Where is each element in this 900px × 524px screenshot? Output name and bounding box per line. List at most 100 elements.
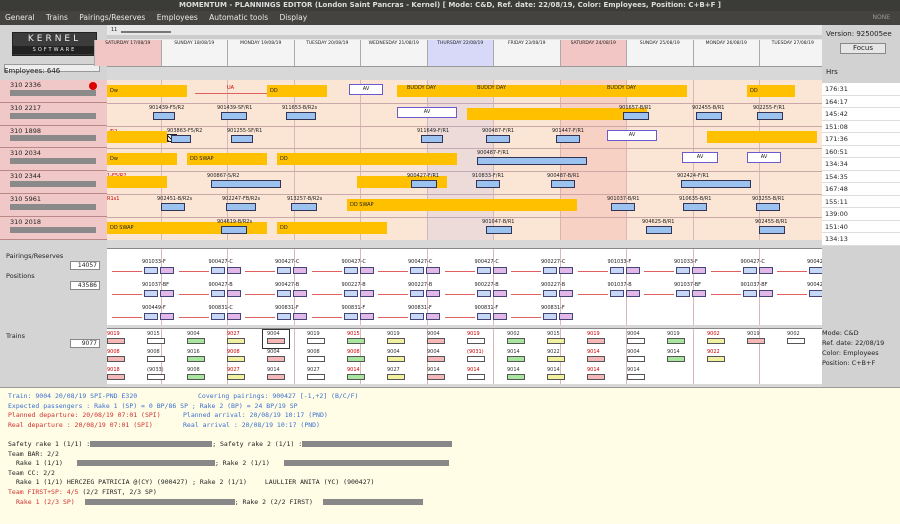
menu-automatic-tools[interactable]: Automatic tools xyxy=(209,13,269,22)
day-header[interactable]: THURSDAY 22/08/19 xyxy=(426,40,493,66)
duty-bar[interactable] xyxy=(153,111,175,120)
train-block[interactable] xyxy=(467,374,485,380)
train-block[interactable] xyxy=(427,356,445,362)
train-block[interactable] xyxy=(107,356,125,362)
pairing-block[interactable] xyxy=(609,267,624,274)
train-block[interactable] xyxy=(387,356,405,362)
absence-box[interactable]: AV xyxy=(349,84,383,95)
pairing-block[interactable] xyxy=(410,267,424,274)
train-block[interactable] xyxy=(707,338,725,344)
duty-bar[interactable] xyxy=(681,180,751,189)
day-header[interactable]: WEDNESDAY 21/08/19 xyxy=(360,40,427,66)
pairing-block[interactable] xyxy=(426,290,440,297)
pairing-block[interactable] xyxy=(809,267,822,274)
duty-bar[interactable] xyxy=(611,203,635,211)
train-block[interactable] xyxy=(347,374,365,380)
pairing-block[interactable] xyxy=(476,267,491,274)
pairing-block[interactable] xyxy=(559,267,573,274)
dd-bar[interactable]: DD xyxy=(267,85,327,97)
duty-bar[interactable] xyxy=(696,111,722,120)
duty-bar[interactable] xyxy=(623,111,649,120)
pairing-block[interactable] xyxy=(625,290,640,297)
day-header[interactable]: SUNDAY 18/08/19 xyxy=(160,40,227,66)
pairing-block[interactable] xyxy=(543,313,557,320)
pairing-block[interactable] xyxy=(543,290,557,297)
duty-bar[interactable] xyxy=(476,180,500,189)
duty-bar[interactable] xyxy=(211,180,281,189)
absence-box[interactable]: AV xyxy=(747,152,781,164)
pairing-block[interactable] xyxy=(742,290,757,297)
pairing-block[interactable] xyxy=(210,267,225,274)
dd-bar[interactable]: DD xyxy=(277,221,387,234)
duty-bar[interactable] xyxy=(291,203,317,211)
train-block[interactable] xyxy=(507,374,525,380)
pairing-block[interactable] xyxy=(359,267,374,274)
duty-band[interactable] xyxy=(467,107,647,120)
train-block[interactable] xyxy=(147,338,165,344)
employee-row[interactable]: 310 2018 xyxy=(0,216,107,240)
pairing-block[interactable] xyxy=(160,313,174,320)
pairing-block[interactable] xyxy=(543,267,557,274)
timeline-scrollbar[interactable] xyxy=(107,35,822,39)
pairing-block[interactable] xyxy=(359,313,374,320)
duty-bar[interactable] xyxy=(221,225,247,234)
train-block[interactable] xyxy=(547,374,565,380)
train-block[interactable] xyxy=(227,338,245,344)
pairing-block[interactable] xyxy=(277,290,291,297)
menu-trains[interactable]: Trains xyxy=(45,13,68,22)
pairing-block[interactable] xyxy=(226,267,241,274)
pairing-block[interactable] xyxy=(476,313,491,320)
menu-display[interactable]: Display xyxy=(279,13,308,22)
pairing-block[interactable] xyxy=(160,267,174,274)
duty-bar[interactable] xyxy=(477,157,587,166)
pairing-block[interactable] xyxy=(692,267,706,274)
menu-pairings[interactable]: Pairings/Reserves xyxy=(79,13,146,22)
train-block[interactable] xyxy=(227,374,245,380)
absence-box[interactable]: AV xyxy=(682,152,718,164)
train-block[interactable] xyxy=(507,356,525,362)
pairing-block[interactable] xyxy=(293,290,307,297)
menu-employees[interactable]: Employees xyxy=(156,13,198,22)
pairing-block[interactable] xyxy=(676,267,690,274)
absence-box[interactable]: AV xyxy=(607,129,657,141)
duty-bar[interactable] xyxy=(486,225,512,234)
pairing-block[interactable] xyxy=(226,313,241,320)
train-block[interactable] xyxy=(267,374,285,380)
train-block[interactable] xyxy=(467,338,485,344)
train-block[interactable] xyxy=(307,338,325,344)
pairing-block[interactable] xyxy=(277,313,291,320)
pairing-block[interactable] xyxy=(144,267,158,274)
pairing-block[interactable] xyxy=(492,313,507,320)
train-block[interactable] xyxy=(227,356,245,362)
day-header[interactable]: TUESDAY 20/08/19 xyxy=(293,40,360,66)
menu-general[interactable]: General xyxy=(5,13,35,22)
pairing-block[interactable] xyxy=(609,290,624,297)
duty-band[interactable] xyxy=(107,176,167,189)
train-block[interactable] xyxy=(627,356,645,362)
train-block[interactable] xyxy=(427,338,445,344)
train-block[interactable] xyxy=(547,356,565,362)
duty-bar[interactable] xyxy=(683,203,707,211)
pairing-block[interactable] xyxy=(492,290,507,297)
employee-row[interactable]: 310 2336 xyxy=(0,80,107,103)
pairing-block[interactable] xyxy=(809,290,822,297)
duty-bar[interactable] xyxy=(556,134,580,143)
duty-bar[interactable] xyxy=(551,180,575,189)
day-header[interactable]: SUNDAY 25/08/19 xyxy=(626,40,693,66)
pairing-block[interactable] xyxy=(293,313,307,320)
duty-bar[interactable] xyxy=(231,134,253,143)
pairing-block[interactable] xyxy=(226,290,241,297)
train-block[interactable] xyxy=(427,374,445,380)
day-header[interactable]: MONDAY 19/08/19 xyxy=(227,40,294,66)
pairing-block[interactable] xyxy=(559,290,573,297)
day-header[interactable]: FRIDAY 23/08/19 xyxy=(493,40,560,66)
pairing-block[interactable] xyxy=(343,267,358,274)
duty-bar[interactable] xyxy=(161,203,185,211)
pairing-block[interactable] xyxy=(293,267,307,274)
day-off-bar[interactable]: Dw xyxy=(107,85,187,97)
buddy-band[interactable] xyxy=(397,85,687,97)
pairing-block[interactable] xyxy=(742,267,757,274)
duty-bar[interactable] xyxy=(226,203,256,211)
train-block[interactable] xyxy=(627,374,645,380)
pairing-block[interactable] xyxy=(426,313,440,320)
